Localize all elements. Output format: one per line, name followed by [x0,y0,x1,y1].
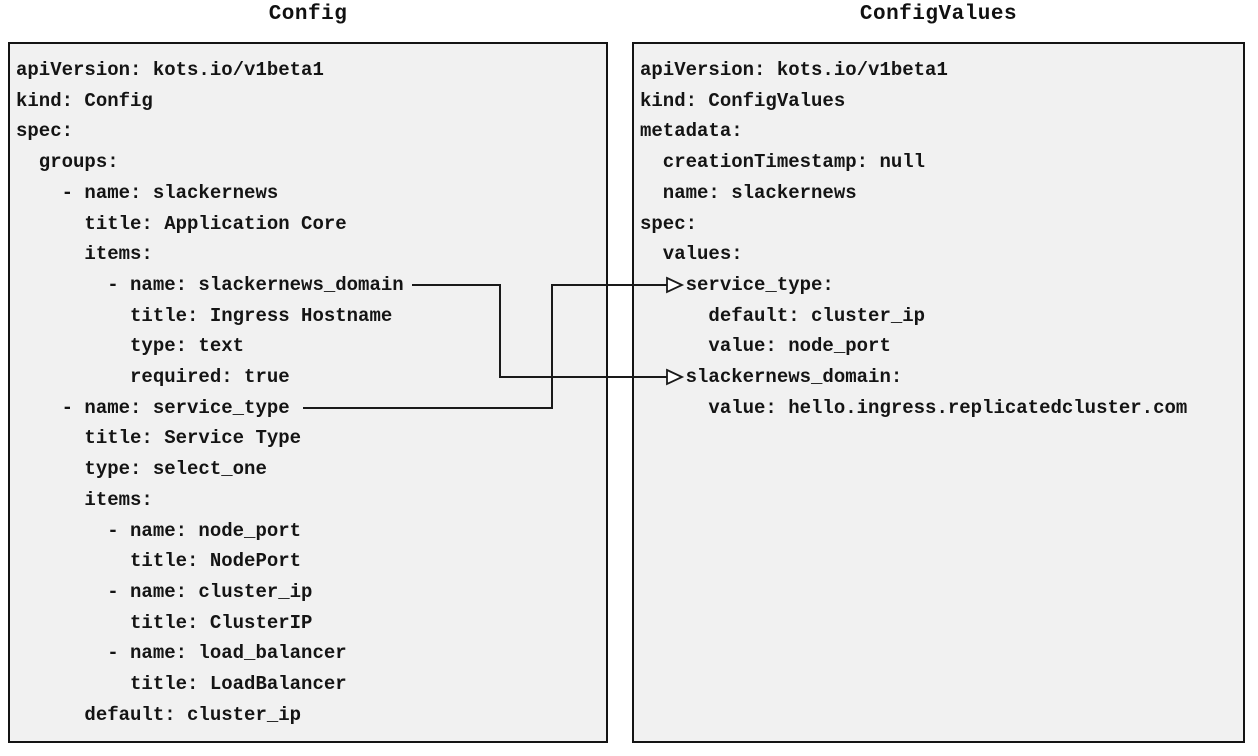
yaml-line: - name: load_balancer [16,642,347,665]
yaml-line: title: Service Type [16,427,302,450]
yaml-line: default: cluster_ip [16,703,302,726]
configvalues-panel: apiVersion: kots.io/v1beta1 kind: ConfigV… [632,42,1245,743]
yaml-line: spec: [640,212,698,235]
yaml-line: apiVersion: kots.io/v1beta1 [16,59,324,81]
yaml-line: type: text [16,335,245,358]
yaml-line: - name: node_port [16,519,302,542]
config-yaml-code: apiVersion: kots.io/v1beta1 kind: Config s… [16,55,600,730]
yaml-line: service_type: [640,273,834,296]
yaml-line: groups: [16,151,119,174]
yaml-line: default: cluster_ip [640,304,926,327]
yaml-line: items: [16,243,153,266]
yaml-line: spec: [16,120,74,143]
yaml-line: kind: Config [16,89,153,112]
yaml-line: creationTimestamp: null [640,151,926,174]
yaml-line: title: Ingress Hostname [16,304,393,327]
yaml-line: apiVersion: kots.io/v1beta1 [640,59,948,81]
configvalues-yaml-code: apiVersion: kots.io/v1beta1 kind: ConfigV… [640,55,1237,423]
config-panel: apiVersion: kots.io/v1beta1 kind: Config s… [8,42,608,743]
yaml-line: - name: service_type [16,396,290,419]
yaml-line: - name: slackernews_domain [16,273,404,296]
yaml-line: type: select_one [16,458,267,481]
yaml-line: values: [640,243,743,266]
yaml-line: title: ClusterIP [16,611,313,634]
yaml-line: slackernews_domain: [640,366,903,389]
yaml-line: value: hello.ingress.replicatedcluster.c… [640,396,1188,419]
yaml-line: title: NodePort [16,550,302,573]
yaml-line: title: Application Core [16,212,347,235]
config-panel-title: Config [268,3,348,26]
yaml-line: title: LoadBalancer [16,673,347,696]
yaml-line: name: slackernews [640,181,857,204]
configvalues-panel-title: ConfigValues [859,3,1018,26]
yaml-line: items: [16,488,153,511]
yaml-line: - name: cluster_ip [16,580,313,603]
yaml-line: - name: slackernews [16,181,279,204]
yaml-line: required: true [16,366,290,389]
yaml-line: metadata: [640,120,743,143]
yaml-line: kind: ConfigValues [640,89,846,112]
yaml-line: value: node_port [640,335,891,358]
